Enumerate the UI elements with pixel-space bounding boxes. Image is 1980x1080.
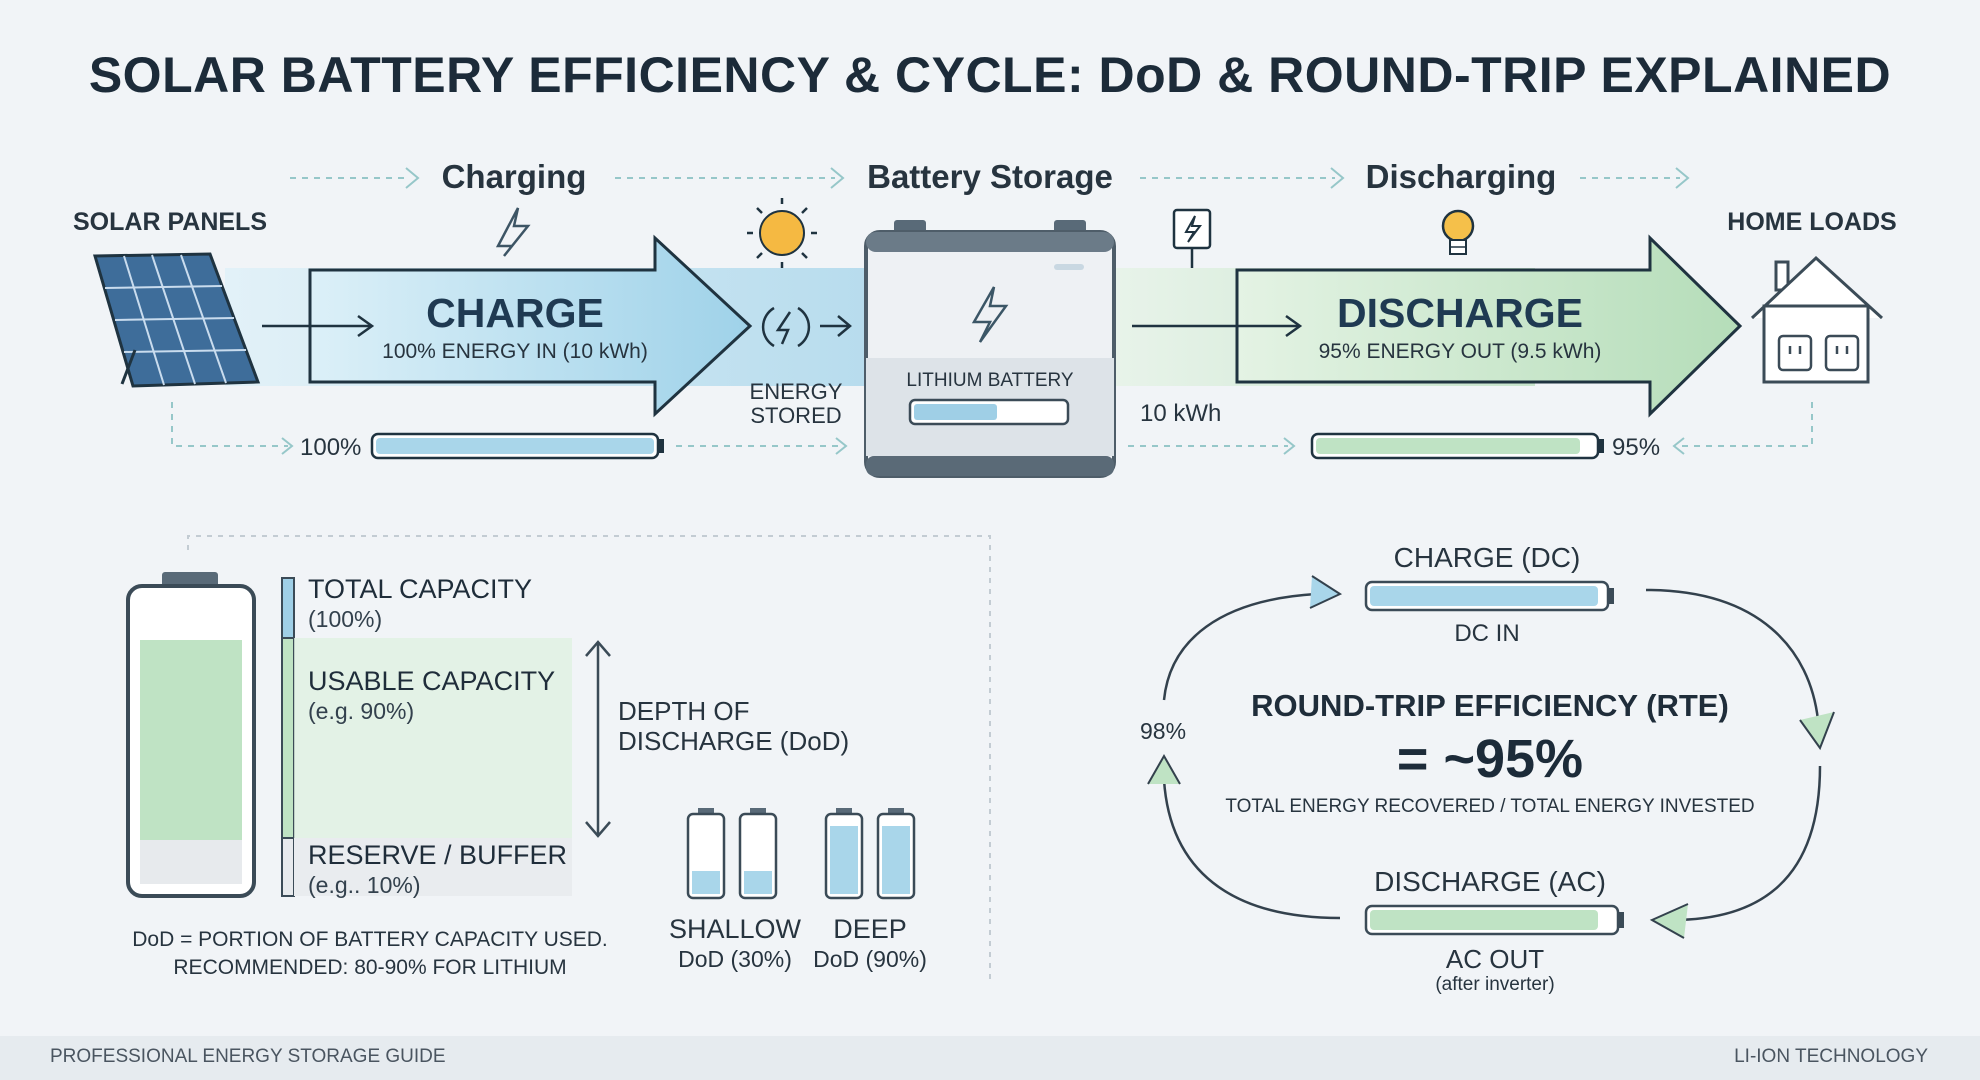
dod-battery bbox=[126, 572, 256, 898]
inverter-efficiency: 98% bbox=[1140, 718, 1187, 744]
house-icon bbox=[1750, 255, 1884, 384]
charge-arrow bbox=[308, 234, 753, 418]
battery-level-fill bbox=[914, 404, 997, 420]
discharge-sub-label: 95% ENERGY OUT (9.5 kWh) bbox=[1318, 340, 1602, 363]
lithium-battery-label: LITHIUM BATTERY bbox=[906, 370, 1074, 391]
dod-line-2: DISCHARGE (DoD) bbox=[618, 726, 850, 756]
discharge-label: DISCHARGE bbox=[1336, 290, 1584, 336]
rte-formula: TOTAL ENERGY RECOVERED / TOTAL ENERGY IN… bbox=[1225, 796, 1755, 817]
dod-note: DoD = PORTION OF BATTERY CAPACITY USED. … bbox=[110, 926, 630, 982]
reserve-label: RESERVE / BUFFER bbox=[308, 840, 568, 870]
energy-stored-label: ENERGY STORED bbox=[736, 380, 856, 428]
lightbulb-icon bbox=[1441, 209, 1475, 255]
stage-discharging: Discharging bbox=[1365, 158, 1557, 195]
charge-dc-label: CHARGE (DC) bbox=[1393, 542, 1581, 573]
ac-out-label: AC OUT bbox=[1445, 944, 1545, 974]
rte-cycle bbox=[1147, 575, 1835, 939]
sun-icon bbox=[747, 198, 817, 268]
deep-label: DEEP bbox=[833, 914, 907, 944]
charge-level-fill bbox=[376, 438, 654, 454]
dod-line-1: DEPTH OF bbox=[618, 696, 750, 726]
plug-icon bbox=[1172, 208, 1212, 268]
battery-body bbox=[864, 220, 1116, 478]
depth-of-discharge-label: DEPTH OF DISCHARGE (DoD) bbox=[618, 696, 849, 756]
stage-charging: Charging bbox=[441, 158, 587, 195]
dod-note-line-1: DoD = PORTION OF BATTERY CAPACITY USED. bbox=[132, 928, 608, 951]
battery-kwh: 10 kWh bbox=[1140, 400, 1222, 427]
dod-note-line-2: RECOMMENDED: 80-90% FOR LITHIUM bbox=[173, 956, 567, 979]
home-loads-label: HOME LOADS bbox=[1727, 208, 1897, 236]
rte-value: = ~95% bbox=[1396, 729, 1584, 789]
charge-label: CHARGE bbox=[426, 290, 604, 336]
shallow-label: SHALLOW bbox=[668, 914, 802, 944]
solar-panels-label: SOLAR PANELS bbox=[73, 208, 267, 236]
charging-symbol-icon bbox=[761, 306, 852, 348]
shallow-sub: DoD (30%) bbox=[678, 946, 792, 972]
deep-sub: DoD (90%) bbox=[813, 946, 927, 972]
deep-batteries bbox=[824, 808, 916, 900]
stage-dashed-arrows bbox=[290, 167, 1690, 189]
discharge-level-fill bbox=[1316, 438, 1580, 454]
discharge-level-text: 95% bbox=[1612, 434, 1661, 461]
charge-level-text: 100% bbox=[300, 434, 362, 461]
reserve-pct: (e.g.. 10%) bbox=[308, 872, 421, 898]
total-capacity-label: TOTAL CAPACITY bbox=[308, 574, 533, 604]
footer-left: PROFESSIONAL ENERGY STORAGE GUIDE bbox=[50, 1046, 446, 1067]
discharge-arrow bbox=[1235, 234, 1743, 418]
lightning-icon bbox=[495, 207, 531, 257]
dc-in-label: DC IN bbox=[1454, 620, 1520, 647]
outlet-icon bbox=[1777, 334, 1860, 372]
after-inverter-label: (after inverter) bbox=[1435, 974, 1555, 995]
footer-right: LI-ION TECHNOLOGY bbox=[1734, 1046, 1928, 1067]
usable-capacity-pct: (e.g. 90%) bbox=[308, 698, 415, 724]
usable-capacity-label: USABLE CAPACITY bbox=[308, 666, 556, 696]
total-capacity-pct: (100%) bbox=[308, 606, 383, 632]
footer-bar bbox=[0, 1036, 1980, 1080]
energy-stored-line-1: ENERGY bbox=[749, 379, 843, 404]
energy-stored-line-2: STORED bbox=[750, 403, 842, 428]
rte-title: ROUND-TRIP EFFICIENCY (RTE) bbox=[1251, 688, 1729, 723]
discharge-ac-label: DISCHARGE (AC) bbox=[1374, 866, 1606, 897]
stage-battery-storage: Battery Storage bbox=[867, 158, 1113, 195]
solar-panel-icon bbox=[93, 252, 261, 388]
shallow-batteries bbox=[686, 808, 778, 900]
page-title: SOLAR BATTERY EFFICIENCY & CYCLE: DoD & … bbox=[88, 47, 1892, 103]
charge-sub-label: 100% ENERGY IN (10 kWh) bbox=[382, 340, 648, 363]
